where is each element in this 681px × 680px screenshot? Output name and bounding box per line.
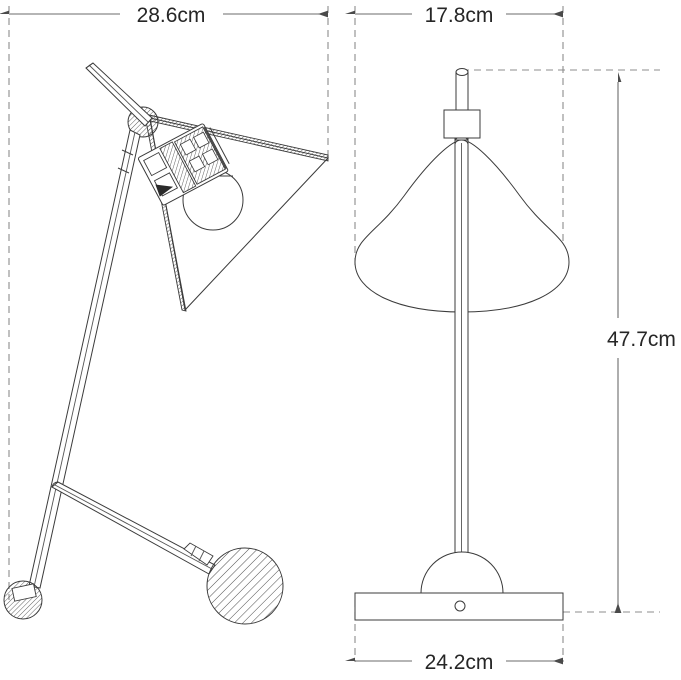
- vertical-rod-top-cap-front: [454, 139, 469, 145]
- dimension-17-8cm: 17.8cm: [345, 4, 563, 27]
- upper-arm-side: [85, 62, 153, 127]
- stem-knuckle-side: [117, 149, 134, 174]
- dimension-17-8cm-label: 17.8cm: [425, 4, 494, 27]
- dimension-24-2cm-label: 24.2cm: [425, 651, 494, 674]
- dimension-28-6cm: 28.6cm: [0, 4, 328, 27]
- base-dome-front: [420, 551, 504, 594]
- lower-arm-side: [51, 481, 216, 575]
- front-view-group: [354, 6, 660, 662]
- base-screw-hole-front: [454, 600, 466, 612]
- dimension-28-6cm-label: 28.6cm: [137, 4, 206, 27]
- dimension-47-7cm: 47.7cm: [607, 72, 676, 613]
- dimension-47-7cm-label: 47.7cm: [607, 328, 676, 351]
- socket-clamp-side: [155, 184, 174, 197]
- foot-ball-side: [3, 580, 43, 620]
- counterweight-ball-side: [206, 547, 284, 625]
- side-view-group: [3, 6, 329, 625]
- main-stem-side: [28, 129, 141, 589]
- joint-block-front: [443, 109, 481, 139]
- dimension-24-2cm: 24.2cm: [345, 651, 563, 674]
